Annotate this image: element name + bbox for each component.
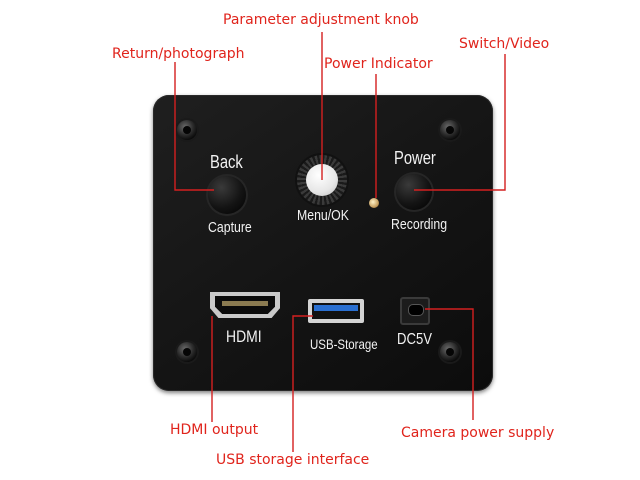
power-indicator-led-icon <box>369 198 379 208</box>
screw-bottom-right-icon <box>440 342 460 362</box>
dc5v-label: DC5V <box>397 331 433 348</box>
leader-usb-storage <box>292 315 313 452</box>
callout-camera-power-supply: Camera power supply <box>401 425 555 441</box>
camera-back-panel <box>153 95 493 391</box>
recording-label: Recording <box>391 216 448 233</box>
menu-ok-label: Menu/OK <box>297 207 349 224</box>
callout-return-photograph: Return/photograph <box>112 46 245 62</box>
screw-top-left-icon <box>177 120 197 140</box>
screw-top-right-icon <box>440 120 460 140</box>
screw-bottom-left-icon <box>177 342 197 362</box>
callout-switch-video: Switch/Video <box>459 36 550 52</box>
callout-parameter-adjustment-knob: Parameter adjustment knob <box>223 12 419 28</box>
leader-camera-power <box>425 308 474 420</box>
capture-label: Capture <box>208 219 252 236</box>
usb-tongue-icon <box>314 305 358 311</box>
leader-switch-video <box>414 54 506 191</box>
back-capture-button[interactable] <box>208 176 246 214</box>
hdmi-pins-icon <box>222 301 268 306</box>
hdmi-label: HDMI <box>226 327 262 346</box>
power-recording-button[interactable] <box>396 174 432 210</box>
usb-storage-label: USB-Storage <box>310 336 378 352</box>
callout-usb-storage-interface: USB storage interface <box>216 452 370 468</box>
dc-jack-hole-icon <box>408 304 424 316</box>
callout-power-indicator: Power Indicator <box>324 56 433 72</box>
callout-hdmi-output: HDMI output <box>170 422 259 438</box>
power-label: Power <box>394 148 436 168</box>
back-label: Back <box>210 152 243 172</box>
leader-return-photograph <box>174 62 214 191</box>
